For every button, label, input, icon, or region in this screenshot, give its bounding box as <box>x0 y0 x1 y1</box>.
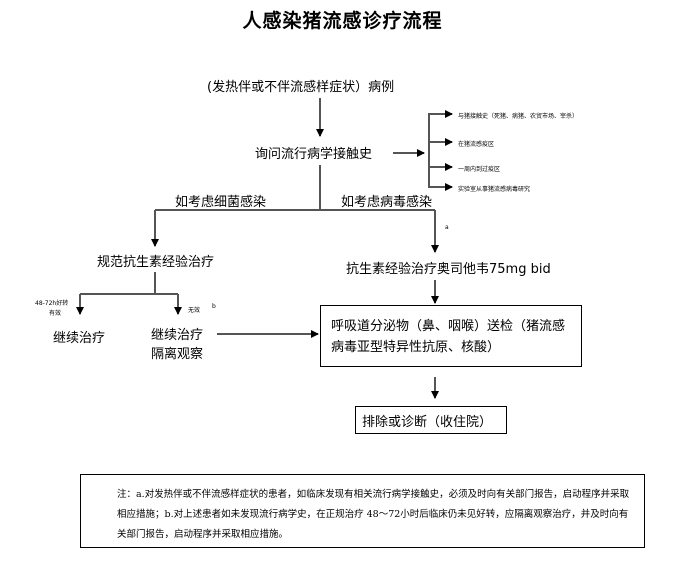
continue-treatment-node: 继续治疗 <box>53 331 106 346</box>
start-node: (发热伴或不伴流感样症状）病例 <box>207 80 395 95</box>
footnote-box: 注：a.对发热伴或不伴流感样症状的患者，如临床发现有相关流行病学接触史，必须及时… <box>80 474 645 548</box>
exposure-item: 实验室从事猪流感病毒研究 <box>458 186 531 193</box>
exposure-item: 一周内到过疫区 <box>458 166 501 173</box>
exposure-item: 与猪接触史（死猪、病猪、农贸市场、宰杀） <box>458 113 579 120</box>
effective-label: 48-72h好转 <box>35 300 69 307</box>
exposure-item: 在猪流感疫区 <box>458 141 495 148</box>
inquiry-node: 询问流行病学接触史 <box>255 147 373 162</box>
exposure-bracket <box>428 113 438 188</box>
ineffective-label: 无效 <box>188 307 201 314</box>
footnote-marker-b: b <box>212 303 216 310</box>
footnote-marker-a: a <box>445 224 449 231</box>
outcome-box: 排除或诊断（收住院） <box>355 406 507 434</box>
bacterial-treatment-node: 规范抗生素经验治疗 <box>97 255 215 270</box>
branch-bacterial-label: 如考虑细菌感染 <box>175 195 267 210</box>
respiratory-test-box: 呼吸道分泌物（鼻、咽喉）送检（猪流感病毒亚型特异性抗原、核酸） <box>320 305 582 367</box>
viral-treatment-node: 抗生素经验治疗奥司他韦75mg bid <box>346 262 551 277</box>
effective-label-sub: 有效 <box>49 310 62 317</box>
continue-isolate-line2: 隔离观察 <box>151 347 204 362</box>
page-title: 人感染猪流感诊疗流程 <box>242 10 443 32</box>
continue-isolate-line1: 继续治疗 <box>151 328 204 343</box>
branch-viral-label: 如考虑病毒感染 <box>341 195 433 210</box>
